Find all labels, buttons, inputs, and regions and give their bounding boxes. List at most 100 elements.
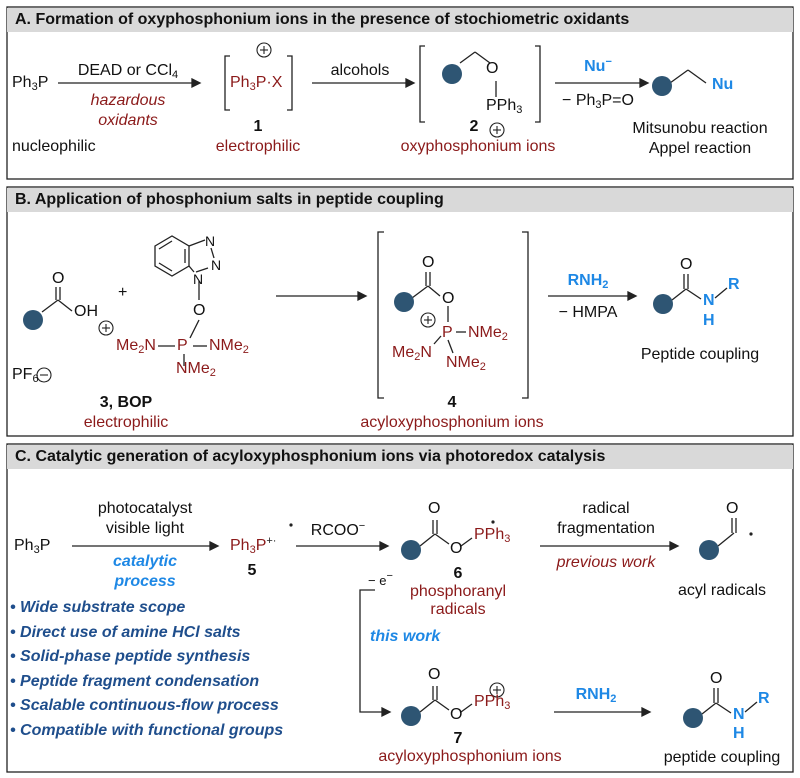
bop-o: O — [193, 302, 206, 319]
bond-6e — [460, 537, 473, 547]
bond-a-p2 — [687, 69, 707, 84]
bop-n3: N — [193, 271, 204, 287]
bop-label: electrophilic — [83, 414, 169, 431]
bop-nme2-bottom: NMe2 — [176, 360, 216, 379]
ball-4 — [394, 292, 414, 312]
bracket-2-right — [535, 45, 541, 123]
arrow-a3-head — [639, 77, 650, 89]
int7-o-ester: O — [450, 706, 463, 723]
int6-o-ester: O — [450, 540, 463, 557]
bond-7d — [434, 699, 450, 711]
int2-label: oxyphosphonium ions — [400, 138, 556, 155]
section-c-header: C. Catalytic generation of acyloxyphosph… — [7, 445, 793, 469]
int2-o: O — [486, 60, 499, 77]
peptide-coupling-b: Peptide coupling — [640, 346, 760, 363]
bond-4h — [447, 339, 454, 354]
int5-formula: Ph3P+· — [230, 535, 277, 556]
int1-label: electrophilic — [215, 138, 301, 155]
bond-bp5 — [714, 287, 728, 299]
bracket-2-left — [419, 45, 425, 123]
bracket-1-right — [287, 55, 293, 111]
feature-item: • Scalable continuous-flow process — [10, 697, 279, 714]
int7-label: acyloxyphosphonium ions — [378, 748, 562, 765]
bop-me2n: Me2N — [116, 337, 156, 356]
arrow-c2-head — [379, 540, 390, 552]
feature-item: • Wide substrate scope — [10, 599, 186, 616]
int4-number: 4 — [447, 394, 457, 411]
this-work-label: this work — [370, 628, 441, 645]
int4-label: acyloxyphosphonium ions — [360, 414, 544, 431]
bond-7a — [419, 699, 436, 713]
arrow-a2-head — [405, 77, 416, 89]
oxidation-label: − e− — [368, 570, 393, 589]
int6-label2: radicals — [430, 601, 486, 618]
feature-item: • Solid-phase peptide synthesis — [10, 648, 251, 665]
ph3p-c: Ph3P — [14, 537, 51, 556]
bop-db1 — [158, 240, 173, 250]
hazardous-line1: hazardous — [90, 92, 166, 109]
bond-2a — [459, 51, 476, 64]
reagent-a: DEAD or CCl4 — [77, 62, 179, 81]
bond-acyl1 — [717, 532, 735, 547]
bond-4d — [427, 285, 441, 297]
bond-cp5 — [744, 701, 758, 713]
pf6-label: PF6 — [12, 366, 39, 385]
arrow-c4 — [359, 589, 382, 713]
ph3po-byproduct: − Ph3P=O — [562, 92, 634, 111]
bprod-o: O — [680, 256, 693, 273]
int7-number: 7 — [453, 730, 463, 747]
arrow-c1-head — [209, 540, 220, 552]
bracket-1-left — [224, 55, 230, 111]
hazardous-line2: oxidants — [98, 112, 158, 129]
int6-label1: phosphoranyl — [409, 583, 507, 600]
alcohols-label: alcohols — [330, 62, 390, 79]
section-b-header: B. Application of phosphonium salts in p… — [7, 188, 793, 212]
catalytic-line1: catalytic — [112, 553, 178, 570]
rnh2-b: RNH2 — [567, 272, 609, 291]
int4-p: P — [442, 324, 453, 341]
bprod-n: N — [703, 292, 715, 309]
ph3p-a: Ph3P — [12, 74, 49, 93]
section-a-header: A. Formation of oxyphosphonium ions in t… — [7, 8, 793, 32]
section-b-frame — [6, 186, 794, 437]
bop-nme2-right: NMe2 — [209, 337, 249, 356]
int4-nme2-bottom: NMe2 — [446, 354, 486, 373]
bop-op — [189, 319, 200, 339]
int4-me2n: Me2N — [392, 344, 432, 363]
hmpa-byproduct: − HMPA — [558, 304, 618, 321]
ball-c-product — [683, 708, 703, 728]
bop-p: P — [177, 337, 188, 354]
bprod-h: H — [703, 312, 715, 329]
int2-number: 2 — [469, 118, 479, 135]
bop-tri1 — [188, 239, 206, 247]
int6-o-carbonyl: O — [428, 500, 441, 517]
fragmentation-label: fragmentation — [557, 520, 655, 537]
ball-acid — [23, 310, 43, 330]
nu-reagent: Nu− — [584, 56, 612, 76]
charge-1 — [256, 42, 272, 58]
arrow-c4-head — [381, 706, 392, 718]
ball-7 — [401, 706, 421, 726]
photocatalyst-label: photocatalyst — [97, 500, 193, 517]
charge-bop — [98, 320, 114, 336]
appel-label: Appel reaction — [648, 140, 752, 157]
section-c-frame — [6, 443, 794, 773]
bop-benzene — [154, 235, 190, 277]
int2-pph3: PPh3 — [486, 97, 523, 116]
int6-number: 6 — [453, 565, 463, 582]
bond-7e — [460, 703, 473, 713]
bond-4a — [411, 285, 429, 299]
ball-2 — [442, 64, 462, 84]
charge-7 — [489, 682, 505, 698]
mitsunobu-label: Mitsunobu reaction — [632, 120, 768, 137]
int6-pph3: PPh3 — [474, 526, 511, 545]
acid-oh: OH — [74, 303, 98, 320]
charge-pf6 — [36, 367, 52, 383]
peptide-coupling-c: peptide coupling — [663, 749, 781, 766]
charge-4 — [420, 312, 436, 328]
bop-number: 3, BOP — [99, 394, 153, 411]
int1-number: 1 — [253, 118, 263, 135]
bond-4g — [433, 335, 442, 345]
feature-item: • Compatible with functional groups — [10, 721, 284, 739]
